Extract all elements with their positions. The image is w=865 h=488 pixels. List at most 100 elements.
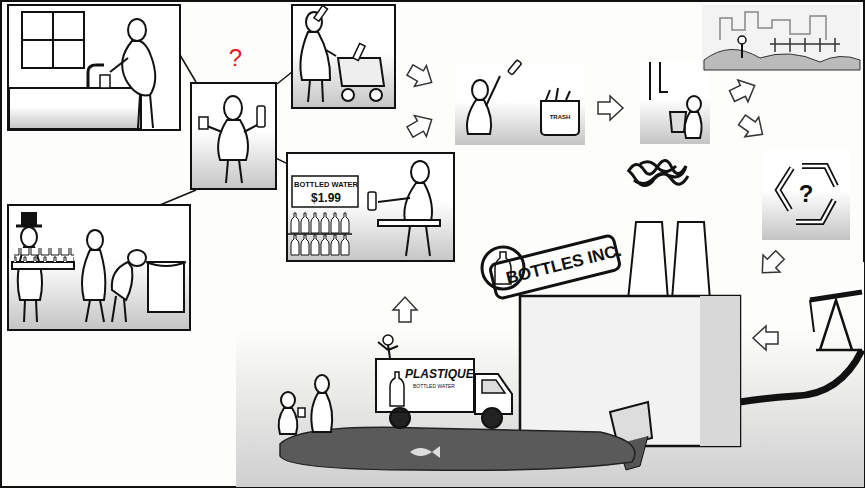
can-label: TRASH xyxy=(542,114,578,120)
cup xyxy=(100,75,110,88)
pumpjack-frame xyxy=(816,300,862,350)
dead-fish xyxy=(410,446,440,458)
figure-leg xyxy=(308,80,310,102)
figure-leg xyxy=(426,226,430,256)
choice-panel: ? xyxy=(190,82,277,190)
flow-arrow xyxy=(393,297,417,322)
sink-panel xyxy=(8,5,180,130)
figure-body xyxy=(279,408,298,434)
bottles-on-tray xyxy=(14,248,74,262)
landfill-panel xyxy=(702,5,860,71)
figure-leg xyxy=(36,300,37,322)
bottle xyxy=(368,192,376,210)
figure-leg xyxy=(322,80,323,102)
figure-head xyxy=(315,375,329,393)
trash-can-label: TRASH xyxy=(540,100,580,136)
figure-body xyxy=(311,393,332,432)
figure-leg xyxy=(138,95,140,128)
flow-arrow xyxy=(753,326,778,350)
chimney xyxy=(672,222,710,300)
flow-arrow xyxy=(598,96,623,120)
recycle-arrow-inner xyxy=(778,168,792,210)
scribble xyxy=(628,160,688,185)
figure-head xyxy=(21,227,37,247)
figure-arm xyxy=(110,58,128,72)
counter xyxy=(9,88,141,129)
throw-panel xyxy=(455,65,585,145)
chute-panel xyxy=(640,62,710,144)
figure-leg xyxy=(24,300,25,322)
figure-leg xyxy=(226,160,228,183)
figure-body xyxy=(300,32,330,80)
truck-box: PLASTIQUEBOTTLED WATER xyxy=(375,358,475,413)
city-skyline xyxy=(720,12,826,40)
truck-text: BOTTLED WATER xyxy=(413,384,473,389)
figure-head xyxy=(472,80,488,100)
store-panel-fill xyxy=(286,152,455,262)
figure-head xyxy=(411,161,429,183)
bottle xyxy=(314,6,328,22)
wheel xyxy=(342,89,354,101)
leader-line xyxy=(277,72,292,84)
water-fountain xyxy=(148,262,184,312)
figure-head xyxy=(87,230,103,250)
flow-arrow xyxy=(735,110,769,144)
figure-leg xyxy=(124,299,126,322)
figure-leg xyxy=(86,300,90,322)
stroller xyxy=(338,58,384,86)
window xyxy=(22,12,84,68)
store-panel: BOTTLED WATER $1.99 xyxy=(286,152,455,262)
truck-bottle-art xyxy=(390,372,404,406)
figure-body xyxy=(404,183,432,225)
bin xyxy=(670,112,686,132)
figure-arm xyxy=(207,126,222,132)
recycle-panel: ? xyxy=(762,150,850,240)
truck-window xyxy=(482,380,505,393)
trash-can xyxy=(540,100,580,136)
figure-body xyxy=(218,120,248,160)
truck-box-fill xyxy=(375,358,475,413)
figure-arm xyxy=(326,50,336,56)
pumpjack-rod xyxy=(810,300,814,332)
shelf xyxy=(288,233,352,235)
cup xyxy=(199,117,208,129)
figure-body xyxy=(685,112,702,138)
flow-arrow xyxy=(404,60,438,93)
fence xyxy=(770,38,840,52)
factory-building xyxy=(520,296,740,446)
leader-line xyxy=(160,190,196,205)
factory-shade xyxy=(700,296,740,446)
flow-arrow xyxy=(727,75,760,107)
factory-scene-ground xyxy=(236,262,864,487)
garbage-pile xyxy=(704,49,860,70)
top-hat xyxy=(21,212,37,226)
figure-leg xyxy=(406,226,410,256)
stroller-panel xyxy=(292,5,395,108)
sign-text: BOTTLED WATER xyxy=(292,181,360,189)
figure-leg xyxy=(100,300,104,322)
flow-arrow xyxy=(404,109,438,142)
figure-head xyxy=(383,335,393,345)
wheel xyxy=(370,89,382,101)
figure-leg xyxy=(112,296,116,322)
recycle-panel-fill xyxy=(762,150,850,240)
figure-arm xyxy=(486,76,500,106)
figure-body xyxy=(112,262,133,300)
baby-bottle xyxy=(353,43,365,60)
figure-body xyxy=(82,250,105,300)
figure-head xyxy=(224,96,242,120)
window-bar xyxy=(22,39,84,41)
figure-head xyxy=(687,96,701,112)
figure-body xyxy=(122,41,155,95)
figure-arm xyxy=(378,198,410,202)
question-mark: ? xyxy=(762,182,850,206)
pumpjack-beam xyxy=(810,292,862,300)
figure-leg xyxy=(239,160,242,183)
figure-body xyxy=(741,44,743,58)
polluted-pond xyxy=(280,427,635,470)
recycle-arrow xyxy=(778,168,792,210)
price: $1.99 xyxy=(292,192,360,204)
